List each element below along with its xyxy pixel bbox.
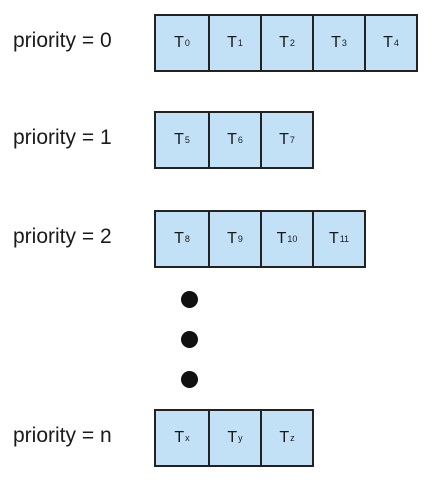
task-subscript: 11	[339, 234, 350, 244]
task-subscript: 7	[289, 135, 295, 145]
task-subscript: 1	[237, 38, 243, 48]
task-subscript: 10	[287, 234, 298, 244]
task-subscript: 6	[237, 135, 243, 145]
ellipsis-dot	[181, 371, 198, 388]
task-subscript: 3	[341, 38, 347, 48]
task-subscript: 9	[237, 234, 243, 244]
task-name: T	[227, 230, 237, 247]
task-name: T	[174, 429, 185, 446]
task-name: T	[328, 230, 339, 247]
priority-label: priority = 1	[13, 126, 112, 149]
task-name: T	[174, 230, 184, 247]
task-subscript: z	[290, 433, 295, 443]
priority-label: priority = n	[13, 424, 112, 447]
task-name: T	[279, 429, 290, 446]
task-name: T	[331, 34, 341, 51]
task-subscript: 8	[184, 234, 190, 244]
priority-label: priority = 0	[13, 29, 112, 52]
task-name: T	[227, 34, 237, 51]
task-subscript: 4	[393, 38, 399, 48]
task-name: T	[279, 131, 289, 148]
task-name: T	[227, 429, 238, 446]
task-name: T	[227, 131, 237, 148]
ellipsis-dot	[181, 291, 198, 308]
task-subscript: y	[238, 433, 243, 443]
task-name: T	[279, 34, 289, 51]
task-subscript: 2	[289, 38, 295, 48]
task-subscript: 0	[184, 38, 190, 48]
task-name: T	[276, 230, 287, 247]
ellipsis-dot	[181, 331, 198, 348]
task-name: T	[174, 34, 184, 51]
task-subscript: 5	[184, 135, 190, 145]
task-name: T	[174, 131, 184, 148]
priority-label: priority = 2	[13, 225, 112, 248]
task-name: T	[383, 34, 393, 51]
task-subscript: x	[185, 433, 190, 443]
